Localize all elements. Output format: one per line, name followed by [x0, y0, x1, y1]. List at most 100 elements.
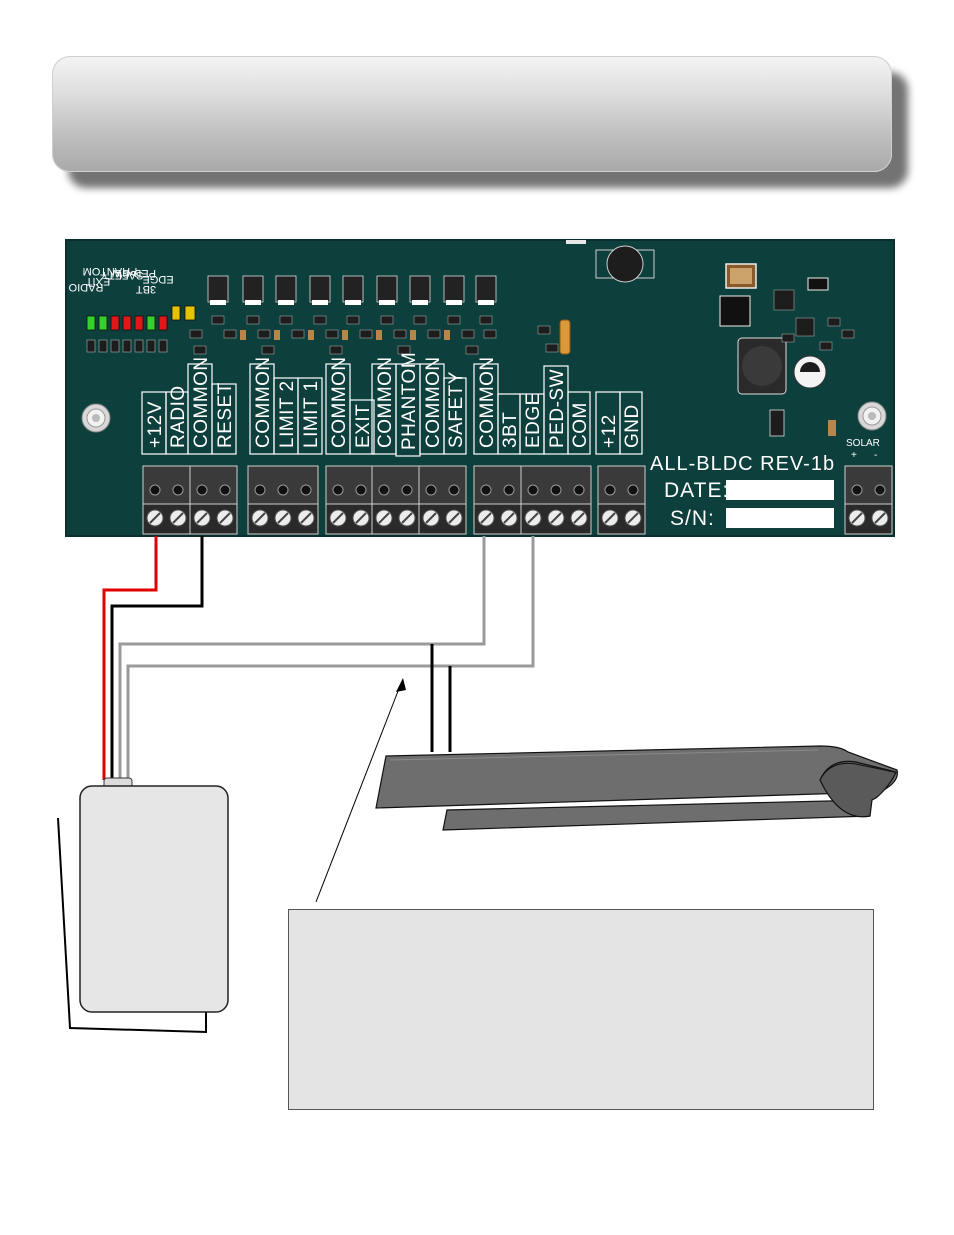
label-exit: EXIT: [353, 404, 374, 448]
terminal-socket: [149, 484, 161, 496]
note-box: [288, 909, 874, 1110]
label-common-4: COMMON: [375, 356, 396, 448]
label-com: COM: [570, 402, 591, 448]
label-plus-12: +12: [599, 414, 620, 448]
label-limit-1: LIMIT 1: [301, 380, 322, 448]
screw-slot: [355, 512, 367, 524]
safety-edge: [375, 745, 898, 831]
terminal-block: [473, 465, 522, 535]
terminal-socket: [604, 484, 616, 496]
screw-slot: [254, 512, 266, 524]
screw-slot: [874, 512, 886, 524]
led-label-exit: EXIT: [85, 275, 110, 287]
terminal-socket: [355, 484, 367, 496]
date-label: DATE:: [664, 479, 729, 502]
terminal-block: [520, 465, 592, 535]
solar-minus: -: [874, 450, 877, 461]
terminal-socket: [874, 484, 886, 496]
terminal-socket: [550, 484, 562, 496]
terminal-block: [325, 465, 374, 535]
terminal-socket: [503, 484, 515, 496]
terminal-socket: [254, 484, 266, 496]
label-3bt: 3BT: [500, 412, 521, 448]
terminal-socket: [851, 484, 863, 496]
label-edge: EDGE: [523, 392, 544, 448]
terminal-socket: [448, 484, 460, 496]
label-ped-sw: PED-SW: [547, 369, 568, 448]
radio-receiver: [57, 777, 229, 1034]
screw-slot: [425, 512, 437, 524]
label-common-5: COMMON: [423, 356, 444, 448]
header-banner: [52, 56, 892, 172]
screw-slot: [627, 512, 639, 524]
wires: [102, 536, 535, 780]
terminal-block: [142, 465, 191, 535]
screw-slot: [604, 512, 616, 524]
screw-slot: [448, 512, 460, 524]
label-reset: RESET: [215, 382, 236, 448]
terminal-socket: [196, 484, 208, 496]
gray-wire-edge: [126, 536, 535, 780]
terminal-blocks: [142, 465, 893, 535]
screw-slot: [550, 512, 562, 524]
terminal-socket: [332, 484, 344, 496]
serial-label: S/N:: [670, 507, 715, 530]
terminal-labels: [141, 363, 643, 457]
screw-slot: [277, 512, 289, 524]
gray-wire-common: [118, 536, 486, 780]
label-phantom: PHANTOM: [399, 352, 420, 450]
led-label-3bt: 3BT: [136, 283, 156, 295]
led-label-phantom: PHANTOM: [83, 265, 138, 277]
terminal-socket: [425, 484, 437, 496]
status-leds: [86, 305, 196, 353]
terminal-block: [844, 465, 893, 535]
led-labels: EDGE 3BT PED-SW SAFETY PHANTOM EXIT RADI…: [68, 265, 173, 295]
screw-slot: [332, 512, 344, 524]
screw-slot: [527, 512, 539, 524]
led-label-radio: RADIO: [68, 281, 103, 293]
label-safety: SAFETY: [446, 371, 467, 448]
circuit-board: EDGE 3BT PED-SW SAFETY PHANTOM EXIT RADI…: [65, 239, 895, 537]
label-common-2: COMMON: [253, 356, 274, 448]
transistor-row: [189, 275, 497, 355]
terminal-socket: [300, 484, 312, 496]
serial-field[interactable]: [726, 508, 834, 528]
screw-slot: [401, 512, 413, 524]
mounting-hole-right: [857, 401, 887, 431]
screw-slot: [573, 512, 585, 524]
screw-slot: [503, 512, 515, 524]
terminal-label-text: +12V RADIO COMMON RESET COMMON LIMIT 2 L…: [145, 352, 643, 450]
solar-label: SOLAR: [846, 438, 880, 449]
label-limit-2: LIMIT 2: [277, 380, 298, 448]
board-model: ALL-BLDC REV-1b: [650, 453, 835, 475]
terminal-block: [597, 465, 646, 535]
terminal-block: [418, 465, 467, 535]
terminal-socket: [527, 484, 539, 496]
date-field[interactable]: [726, 480, 834, 500]
red-wire: [102, 536, 158, 780]
label-common-3: COMMON: [329, 356, 350, 448]
label-common-1: COMMON: [191, 356, 212, 448]
terminal-block: [247, 465, 319, 535]
screw-slot: [196, 512, 208, 524]
screw-slot: [149, 512, 161, 524]
led-label-edge: EDGE: [142, 273, 173, 285]
fuse: [537, 319, 571, 355]
screw-slot: [480, 512, 492, 524]
power-components: [719, 263, 855, 437]
terminal-socket: [277, 484, 289, 496]
terminal-socket: [378, 484, 390, 496]
terminal-block: [371, 465, 420, 535]
jumper: [566, 240, 586, 244]
mounting-hole-left: [81, 403, 111, 433]
terminal-block: [189, 465, 238, 535]
black-wire-radio: [110, 536, 204, 780]
terminal-socket: [401, 484, 413, 496]
label-plus-12v: +12V: [145, 401, 166, 448]
screw-slot: [300, 512, 312, 524]
led-label-ped-sw: PED-SW: [111, 267, 156, 279]
screw-slot: [219, 512, 231, 524]
header-banner-edge: [52, 56, 892, 172]
terminal-socket: [573, 484, 585, 496]
